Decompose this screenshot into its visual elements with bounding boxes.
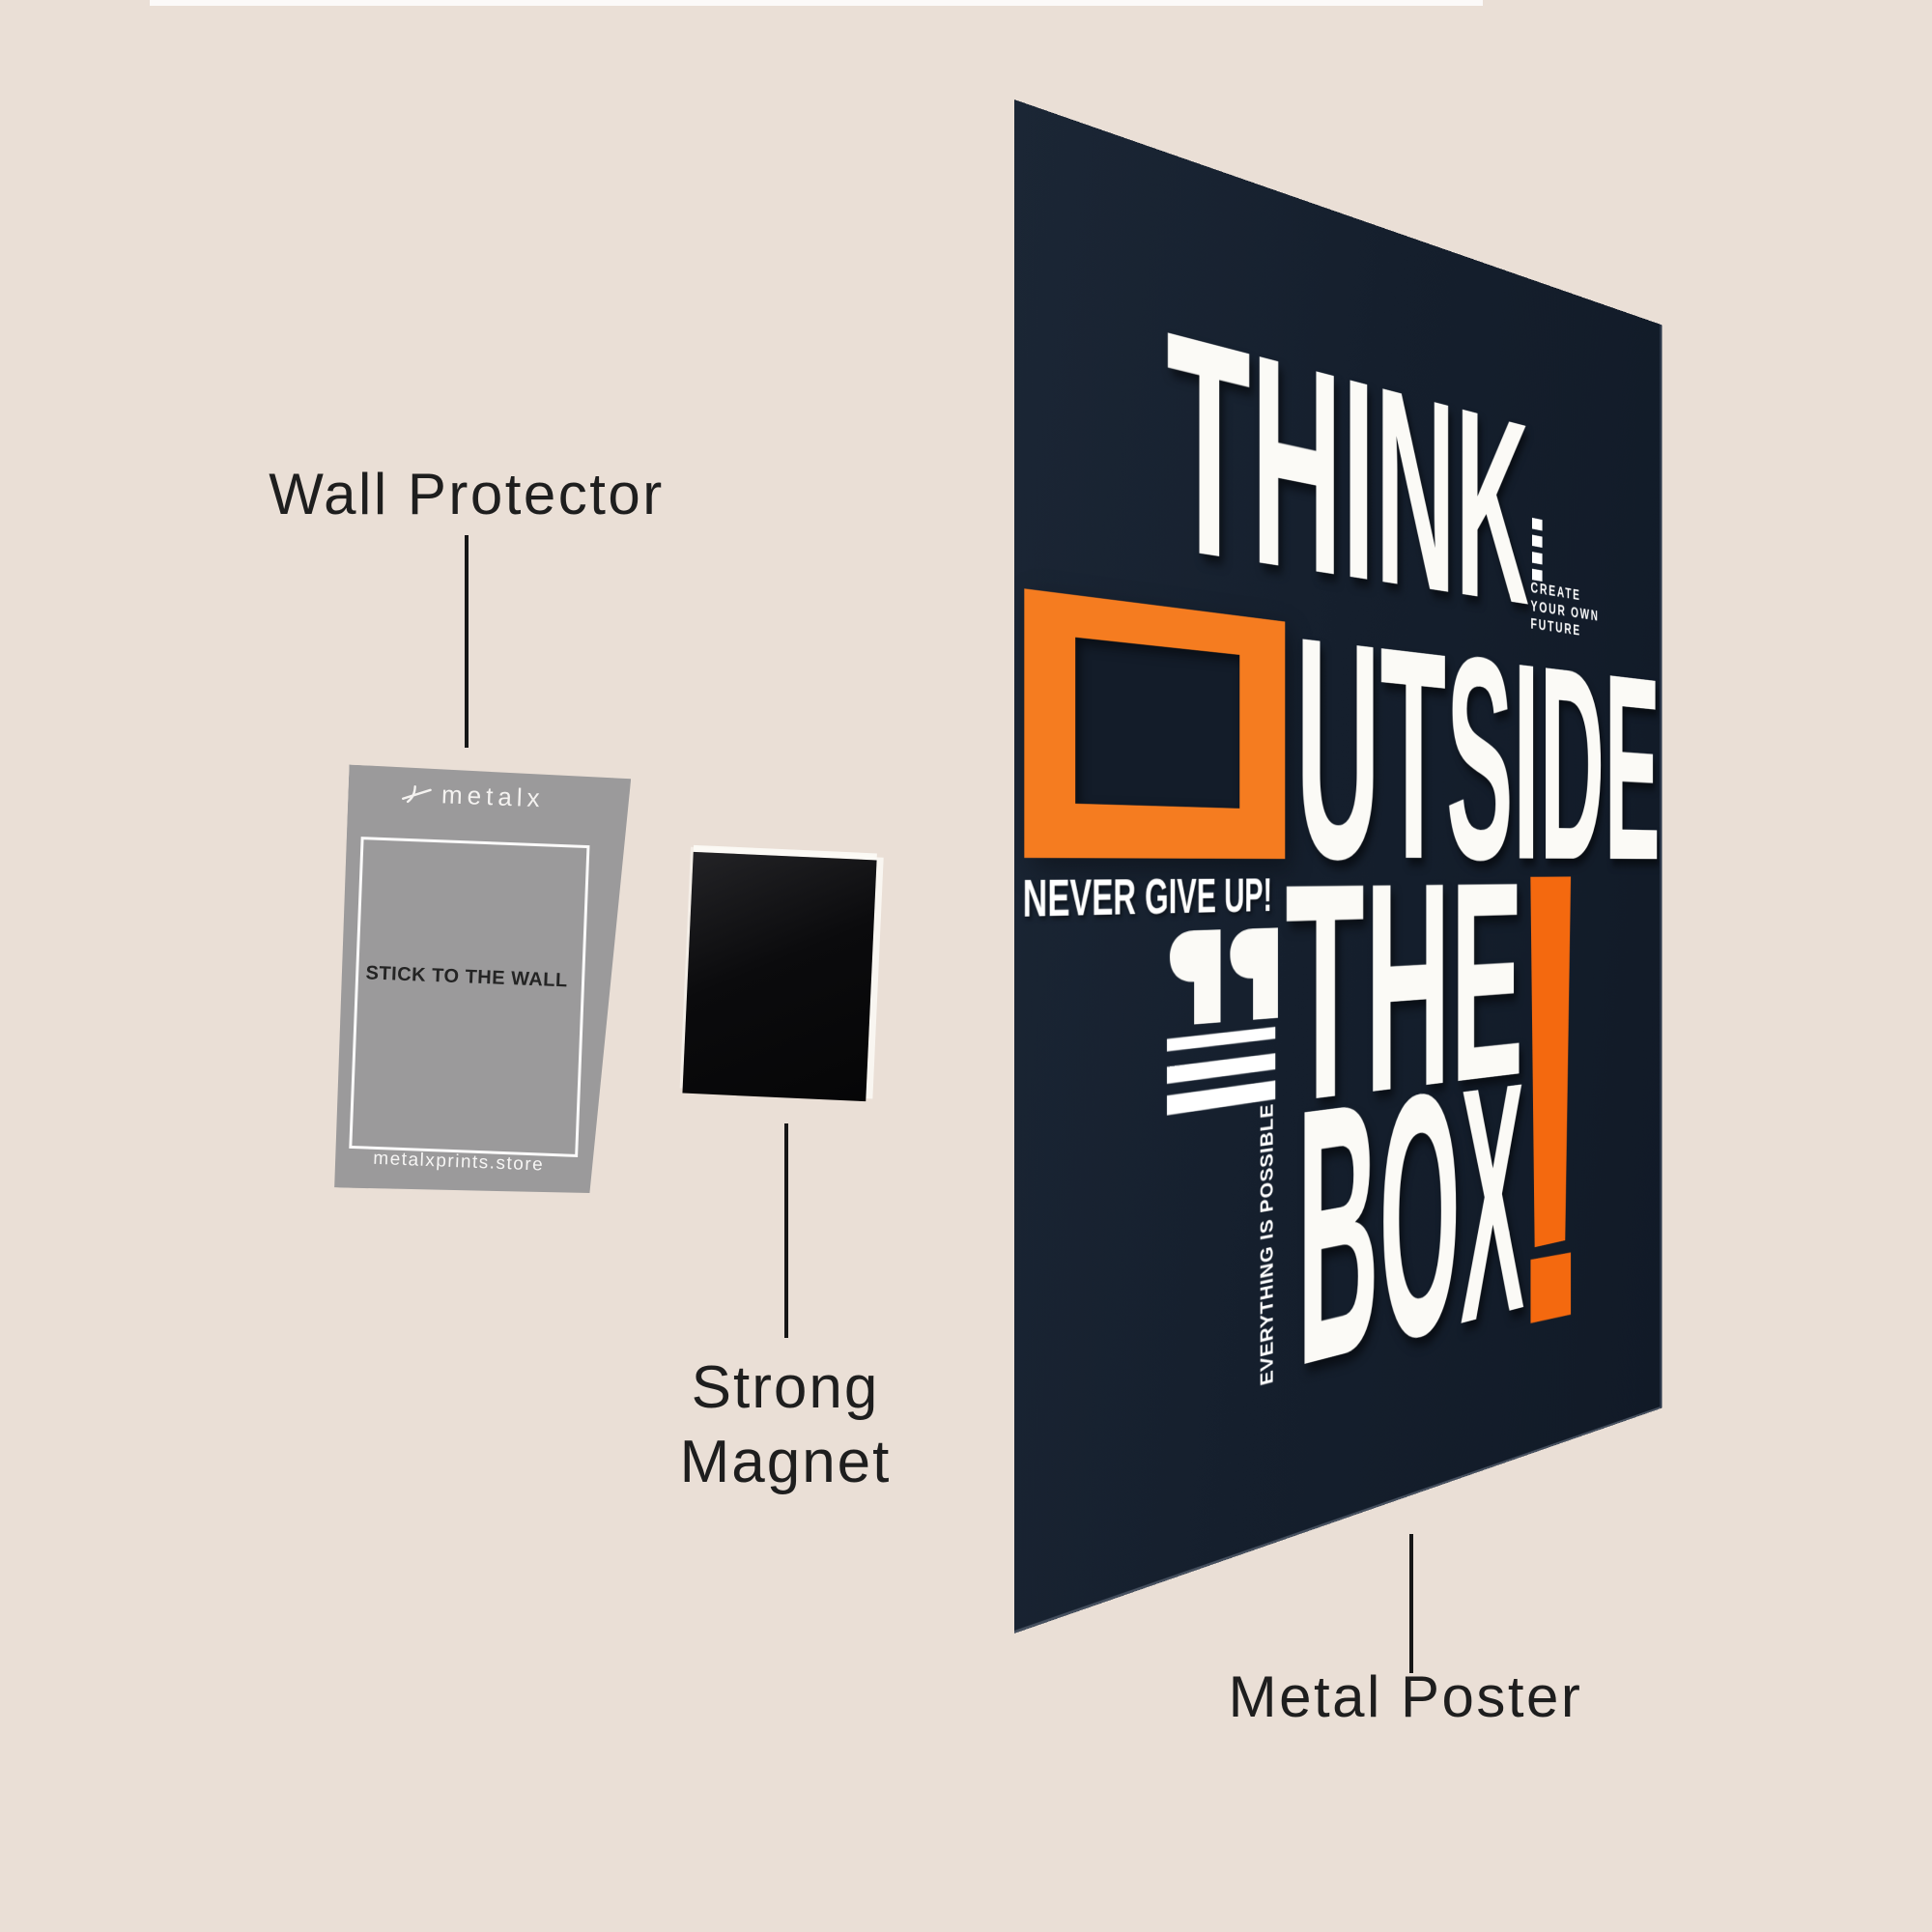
exclamation-mark-bar <box>1529 876 1571 1248</box>
metalx-logo-icon <box>401 782 433 805</box>
exclamation-mark-dot <box>1530 1252 1572 1323</box>
quote-mark-icon <box>1169 929 1221 1027</box>
everything-is-possible-span: EVERYTHING IS POSSIBLE <box>1257 1102 1277 1388</box>
metalx-logo: metalx <box>348 777 598 816</box>
strong-magnet-label: Strong Magnet <box>592 1350 979 1499</box>
magnet-connector-line <box>784 1123 788 1338</box>
metal-poster: THINK CREATE YOUR OWN FUTURE UTSIDE NEVE… <box>1014 99 1662 1634</box>
top-edge-highlight <box>150 0 1483 6</box>
stripe-bar-icon <box>1166 1027 1276 1052</box>
card-inner-border <box>349 837 589 1157</box>
orange-o-square <box>1024 588 1286 860</box>
metalx-logo-text: metalx <box>440 780 546 813</box>
everything-is-possible-text: EVERYTHING IS POSSIBLE <box>1253 1102 1281 1388</box>
wall-protector-connector-line <box>465 535 469 748</box>
never-give-up-text: NEVER GIVE UP! <box>1022 867 1272 928</box>
colon-square-icon <box>1531 517 1543 531</box>
poster-connector-line <box>1409 1534 1413 1673</box>
metal-poster-label: Metal Poster <box>1228 1664 1583 1729</box>
strong-magnet-label-line2: Magnet <box>679 1429 892 1495</box>
quote-mark-icon <box>1230 927 1278 1022</box>
stripe-bar-icon <box>1166 1053 1276 1084</box>
wall-protector-label: Wall Protector <box>269 462 665 526</box>
wall-protector-card: metalx STICK TO THE WALL metalxprints.st… <box>333 765 632 1199</box>
colon-square-icon <box>1531 534 1543 548</box>
poster-word-box: BOX <box>1296 1013 1524 1445</box>
strong-magnet <box>682 851 877 1102</box>
strong-magnet-label-line1: Strong <box>691 1354 880 1421</box>
colon-square-icon <box>1531 552 1543 565</box>
orange-o-square-center <box>1075 637 1240 809</box>
